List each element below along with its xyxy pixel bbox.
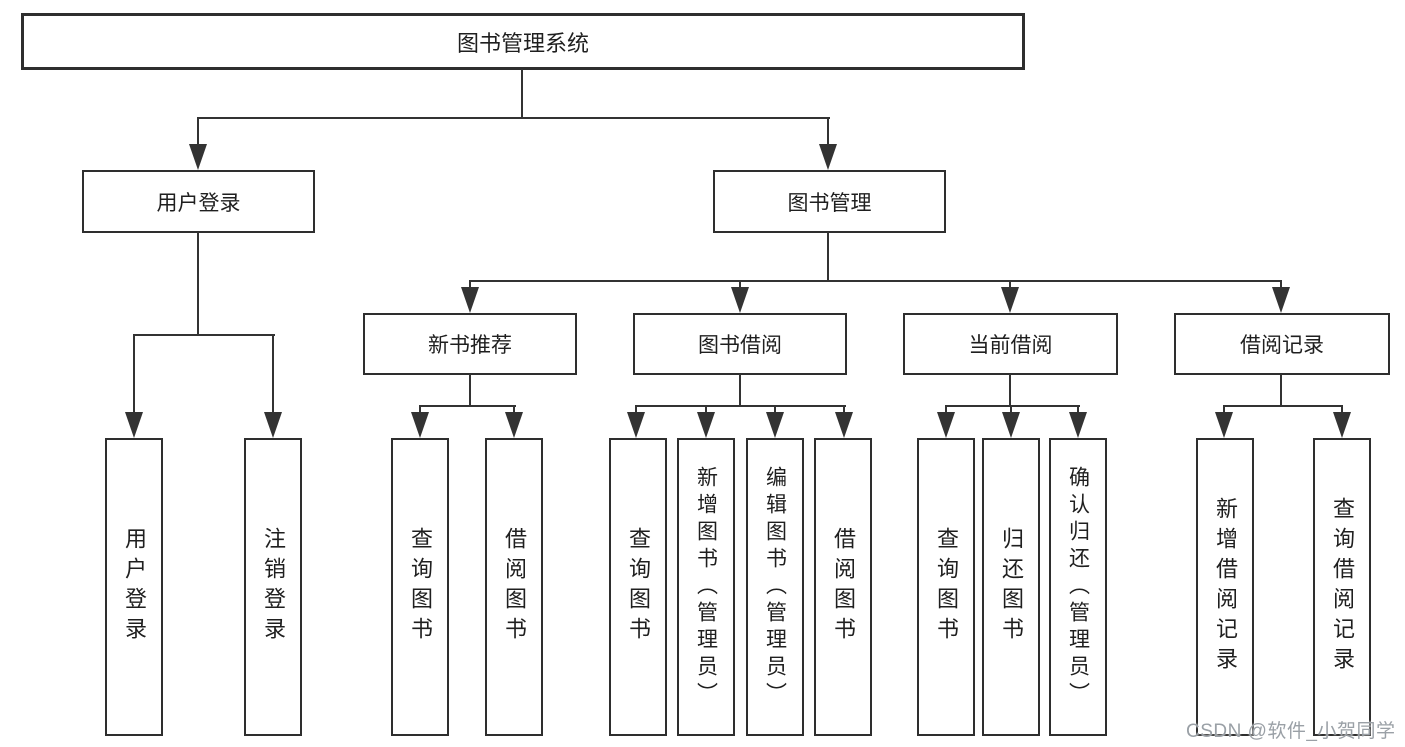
connector-line	[945, 405, 1080, 407]
node-label: 借阅记录	[1240, 334, 1324, 357]
node-borrow-books: 借阅图书	[814, 438, 872, 736]
connector-line	[945, 405, 947, 413]
node-label: 确认归还（管理员）	[1066, 465, 1090, 709]
connector-line	[133, 334, 135, 412]
arrow-down-icon	[1002, 412, 1020, 438]
connector-line	[1223, 405, 1343, 407]
node-label: 用户登录	[156, 191, 241, 215]
arrow-down-icon	[937, 412, 955, 438]
node-label: 编辑图书（管理员）	[763, 465, 787, 709]
arrow-down-icon	[835, 412, 853, 438]
connector-line	[705, 405, 707, 413]
connector-line	[419, 405, 516, 407]
node-query-books-current: 查询图书	[917, 438, 975, 736]
arrow-down-icon	[189, 144, 207, 170]
arrow-down-icon	[461, 287, 479, 313]
connector-line	[827, 117, 829, 146]
arrow-down-icon	[819, 144, 837, 170]
connector-line	[521, 69, 523, 118]
node-label: 查询图书	[626, 527, 651, 647]
node-label: 新增借阅记录	[1213, 497, 1238, 677]
arrow-down-icon	[1215, 412, 1233, 438]
connector-line	[635, 405, 637, 413]
connector-line	[774, 405, 776, 413]
node-label: 查询图书	[408, 527, 433, 647]
connector-line	[469, 280, 471, 289]
node-book-borrowing: 图书借阅	[633, 313, 847, 375]
node-user-login-group: 用户登录	[82, 170, 315, 233]
node-label: 用户登录	[122, 527, 147, 647]
node-label: 注销登录	[261, 527, 286, 647]
connector-line	[739, 280, 741, 289]
arrow-down-icon	[766, 412, 784, 438]
node-query-books-borrowing: 查询图书	[609, 438, 667, 736]
arrow-down-icon	[1272, 287, 1290, 313]
connector-line	[197, 232, 199, 336]
node-borrowing-records: 借阅记录	[1174, 313, 1390, 375]
node-logout: 注销登录	[244, 438, 302, 736]
node-confirm-return-admin: 确认归还（管理员）	[1049, 438, 1107, 736]
node-return-books: 归还图书	[982, 438, 1040, 736]
arrow-down-icon	[731, 287, 749, 313]
connector-line	[272, 334, 274, 412]
connector-line	[1280, 374, 1282, 407]
arrow-down-icon	[1001, 287, 1019, 313]
node-label: 新增图书（管理员）	[694, 465, 718, 709]
node-edit-books-admin: 编辑图书（管理员）	[746, 438, 804, 736]
connector-line	[469, 280, 1282, 282]
node-new-book-recommendation: 新书推荐	[363, 313, 577, 375]
node-query-borrow-record: 查询借阅记录	[1313, 438, 1371, 736]
arrow-down-icon	[264, 412, 282, 438]
arrow-down-icon	[1069, 412, 1087, 438]
connector-line	[197, 117, 830, 119]
arrow-down-icon	[627, 412, 645, 438]
node-add-borrow-record: 新增借阅记录	[1196, 438, 1254, 736]
arrow-down-icon	[411, 412, 429, 438]
connector-line	[513, 405, 515, 413]
connector-line	[827, 232, 829, 282]
node-user-login: 用户登录	[105, 438, 163, 736]
connector-line	[419, 405, 421, 413]
connector-line	[739, 374, 741, 407]
connector-line	[1009, 374, 1011, 407]
connector-line	[1223, 405, 1225, 413]
connector-line	[1009, 280, 1011, 289]
node-label: 查询图书	[934, 527, 959, 647]
connector-line	[197, 117, 199, 146]
connector-line	[133, 334, 275, 336]
node-label: 图书管理	[787, 191, 872, 215]
connector-line	[1077, 405, 1079, 413]
connector-line	[1010, 405, 1012, 413]
node-label: 图书借阅	[698, 334, 782, 357]
node-current-borrowing: 当前借阅	[903, 313, 1118, 375]
connector-line	[469, 374, 471, 407]
arrow-down-icon	[125, 412, 143, 438]
arrow-down-icon	[1333, 412, 1351, 438]
arrow-down-icon	[697, 412, 715, 438]
node-label: 新书推荐	[428, 334, 512, 357]
node-label: 归还图书	[999, 527, 1024, 647]
node-library-management-system: 图书管理系统	[21, 13, 1025, 70]
node-borrow-books-recommend: 借阅图书	[485, 438, 543, 736]
node-label: 借阅图书	[831, 527, 856, 647]
node-book-management: 图书管理	[713, 170, 946, 233]
connector-line	[1280, 280, 1282, 289]
connector-line	[843, 405, 845, 413]
node-add-books-admin: 新增图书（管理员）	[677, 438, 735, 736]
node-label: 当前借阅	[968, 334, 1053, 357]
node-label: 借阅图书	[502, 527, 527, 647]
node-label: 图书管理系统	[456, 30, 589, 56]
connector-line	[635, 405, 846, 407]
node-query-books-recommend: 查询图书	[391, 438, 449, 736]
connector-line	[1341, 405, 1343, 413]
arrow-down-icon	[505, 412, 523, 438]
csdn-watermark: CSDN @软件_小贺同学	[1186, 721, 1396, 742]
node-label: 查询借阅记录	[1330, 497, 1355, 677]
